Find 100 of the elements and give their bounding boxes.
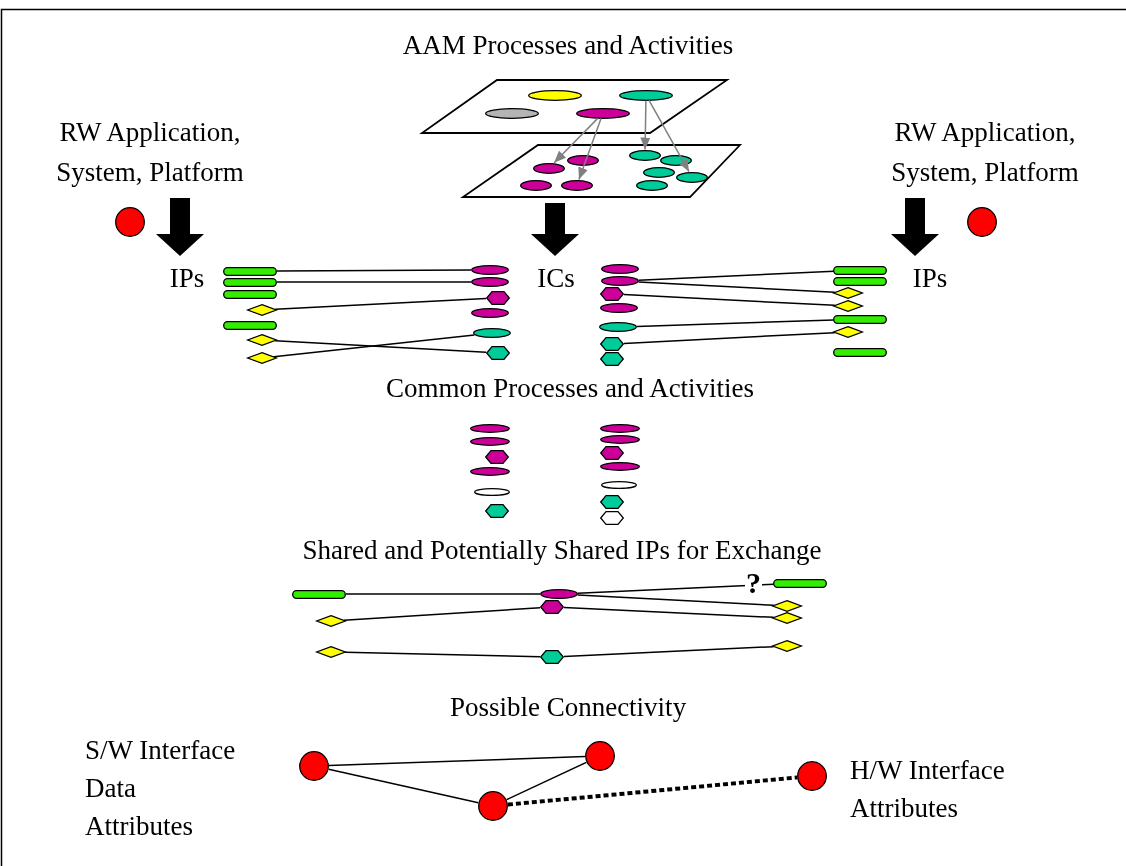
process-ellipse	[540, 589, 578, 599]
layer-plane	[463, 145, 740, 197]
process-hexagon	[485, 450, 509, 464]
ip-bar	[833, 314, 887, 324]
connector-line	[576, 583, 775, 594]
process-ellipse	[567, 154, 599, 166]
process-ellipse	[600, 461, 640, 471]
arrow	[640, 99, 651, 151]
process-ellipse	[619, 89, 673, 101]
process-ellipse	[471, 308, 509, 318]
process-ellipse	[600, 423, 640, 433]
process-hexagon	[600, 446, 624, 460]
layer-plane	[422, 80, 727, 133]
node-label: IPs	[900, 258, 960, 292]
process-ellipse	[474, 488, 510, 496]
process-hexagon	[540, 600, 564, 614]
process-ellipse	[600, 434, 640, 444]
connector-line	[563, 645, 775, 658]
process-hexagon	[600, 337, 624, 351]
process-ellipse	[599, 322, 637, 332]
node-circle	[115, 207, 145, 237]
process-ellipse	[485, 107, 539, 119]
process-hexagon	[600, 511, 624, 525]
node-circle	[585, 741, 615, 771]
section-heading: Common Processes and Activities	[384, 372, 756, 405]
process-ellipse	[471, 277, 509, 287]
process-hexagon	[600, 352, 624, 366]
node-label: ICs	[526, 258, 586, 292]
connector-line	[623, 331, 836, 345]
ip-bar	[292, 589, 346, 599]
connector-line	[507, 775, 798, 807]
process-ellipse	[561, 179, 593, 191]
node-circle	[478, 791, 508, 821]
ip-diamond	[247, 352, 277, 364]
process-ellipse	[471, 265, 509, 275]
connector-line	[328, 755, 586, 767]
ip-diamond	[833, 326, 863, 338]
ip-bar	[223, 277, 277, 287]
process-ellipse	[629, 149, 661, 161]
connector-line	[344, 651, 541, 658]
process-ellipse	[601, 264, 639, 274]
arrow	[648, 99, 690, 173]
connector-line	[276, 269, 472, 272]
process-ellipse	[601, 481, 637, 489]
connector-line	[563, 606, 775, 619]
ip-bar	[833, 276, 887, 286]
process-ellipse	[470, 423, 510, 433]
connector-line	[343, 607, 541, 621]
block-arrow	[531, 203, 579, 256]
ip-bar	[833, 265, 887, 275]
process-hexagon	[600, 287, 624, 301]
node-circle	[797, 761, 827, 791]
ip-diamond	[247, 334, 277, 346]
process-hexagon	[486, 346, 510, 360]
connector-line	[345, 593, 541, 595]
node-caption: H/W Interface Attributes	[850, 754, 1006, 825]
connector-line	[576, 594, 775, 607]
node-label: RW Application, System, Platform	[25, 112, 275, 192]
connector-line	[623, 293, 836, 307]
process-ellipse	[533, 162, 565, 174]
process-ellipse	[660, 154, 692, 166]
process-ellipse	[636, 179, 668, 191]
block-arrow	[156, 198, 204, 256]
ip-diamond	[833, 287, 863, 299]
connector-line	[273, 334, 476, 358]
ip-diamond	[247, 304, 277, 316]
connector-line	[636, 319, 835, 328]
ip-diamond	[772, 612, 802, 624]
process-ellipse	[470, 466, 510, 476]
node-label: RW Application, System, Platform	[860, 112, 1110, 192]
connector-line	[274, 340, 487, 354]
node-circle	[299, 751, 329, 781]
process-ellipse	[473, 328, 511, 338]
section-heading: Possible Connectivity	[448, 691, 688, 724]
ip-diamond	[316, 646, 346, 658]
process-ellipse	[600, 303, 638, 313]
connector-line	[276, 281, 472, 283]
arrow	[578, 117, 602, 181]
process-ellipse	[470, 436, 510, 446]
process-ellipse	[576, 107, 630, 119]
node-circle	[967, 207, 997, 237]
block-arrow	[891, 198, 939, 256]
process-hexagon	[540, 650, 564, 664]
process-ellipse	[676, 171, 708, 183]
ip-bar	[223, 320, 277, 330]
connector-line	[637, 270, 835, 281]
ip-diamond	[833, 300, 863, 312]
node-caption: S/W Interface Data Attributes	[85, 734, 237, 843]
process-hexagon	[600, 495, 624, 509]
arrow	[553, 117, 599, 164]
ip-diamond	[316, 615, 346, 627]
process-ellipse	[601, 276, 639, 286]
ip-bar	[773, 578, 827, 588]
process-ellipse	[528, 89, 582, 101]
ip-bar	[833, 347, 887, 357]
section-heading: AAM Processes and Activities	[401, 29, 735, 62]
process-hexagon	[486, 291, 510, 305]
ip-diamond	[772, 640, 802, 652]
connector-line	[505, 761, 588, 801]
ip-bar	[223, 266, 277, 276]
